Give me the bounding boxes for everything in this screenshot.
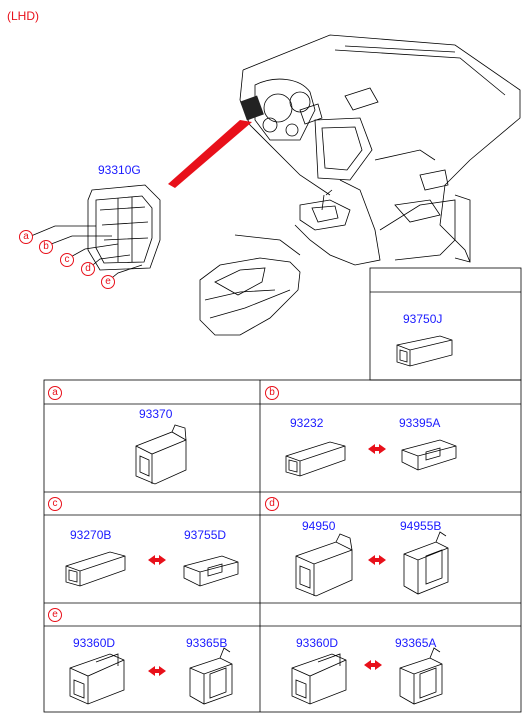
part-number-c-2: 93755D: [184, 528, 227, 542]
dashboard-illustration: [199, 34, 521, 336]
part-93365B-drawing: [189, 647, 233, 705]
part-93232-drawing: [285, 441, 346, 477]
inset-part-drawing: [396, 335, 453, 367]
part-93365A-drawing: [399, 647, 443, 705]
part-93395A-drawing: [401, 439, 457, 471]
double-arrow-icon-b: [368, 444, 386, 454]
location-marker: [240, 95, 264, 121]
callout-a: a: [19, 230, 33, 244]
part-number-f-2: 93365A: [395, 636, 437, 650]
double-arrow-icon-f: [364, 660, 382, 670]
part-number-c-1: 93270B: [70, 528, 112, 542]
replacement-arrows: [148, 444, 386, 676]
part-number-d-2: 94955B: [400, 519, 442, 533]
callout-d: d: [81, 262, 95, 276]
part-93755D-drawing: [183, 555, 239, 587]
part-94955B-drawing: [403, 531, 449, 595]
parts-table-grid: [43, 267, 522, 713]
part-93270B-drawing: [65, 551, 126, 587]
part-number-b-2: 93395A: [399, 416, 441, 430]
double-arrow-icon-e: [148, 666, 166, 676]
part-94950-drawing: [295, 533, 353, 597]
callout-c: c: [60, 253, 74, 267]
double-arrow-icon-c: [148, 555, 166, 565]
part-number-e-2: 93365B: [186, 636, 228, 650]
part-number-f-1: 93360D: [296, 636, 339, 650]
cell-header-c: c: [48, 497, 62, 511]
location-pointer: [168, 120, 252, 188]
cell-header-e: e: [48, 608, 62, 622]
double-arrow-icon-d: [368, 555, 386, 565]
part-number-main: 93310G: [98, 163, 141, 177]
cell-header-a: a: [48, 386, 62, 400]
part-93370-drawing: [135, 424, 187, 485]
variant-label: (LHD): [7, 9, 39, 23]
callout-e: e: [101, 275, 115, 289]
cell-header-d: d: [265, 497, 279, 511]
part-number-b-1: 93232: [290, 416, 324, 430]
part-number-e-1: 93360D: [73, 636, 116, 650]
cell-header-b: b: [265, 386, 279, 400]
part-93360D-e-drawing: [69, 653, 125, 705]
callout-b: b: [39, 240, 53, 254]
part-number-a-1: 93370: [139, 407, 173, 421]
part-93360D-f-drawing: [291, 653, 347, 705]
switch-block-drawing: [87, 184, 161, 271]
part-number-inset: 93750J: [403, 312, 443, 326]
part-number-d-1: 94950: [302, 519, 336, 533]
